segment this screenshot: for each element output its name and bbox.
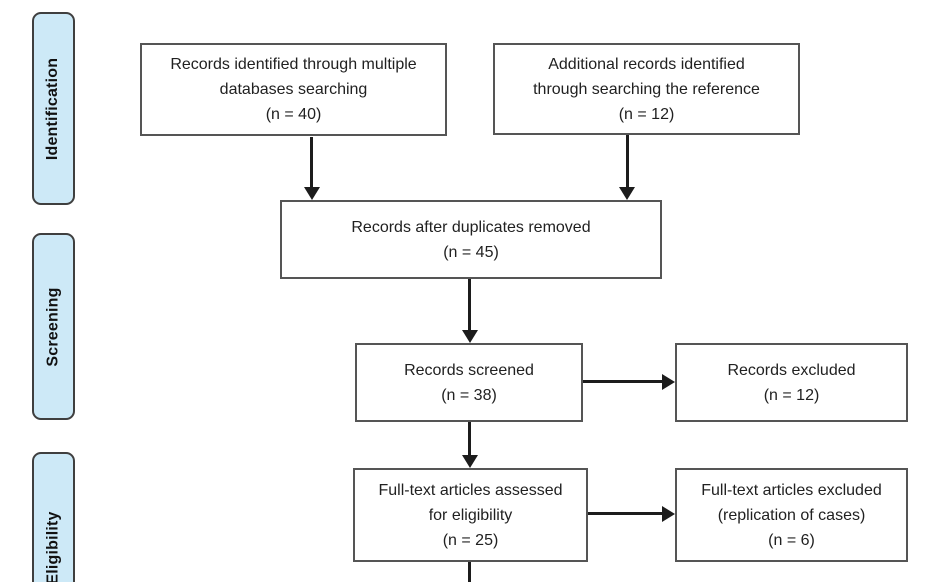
box-text-line: Full-text articles excluded bbox=[701, 481, 882, 499]
box-count-line: (n = 6) bbox=[768, 531, 815, 549]
arrow-line bbox=[583, 380, 663, 383]
box-text-line: Full-text articles assessed bbox=[378, 481, 563, 499]
arrow-line bbox=[626, 135, 629, 188]
stage-eligibility-label: Eligibility bbox=[44, 511, 62, 582]
box-duplicates-removed: Records after duplicates removed (n = 45… bbox=[280, 200, 662, 279]
arrowhead-right-icon bbox=[662, 374, 675, 390]
arrowhead-right-icon bbox=[662, 506, 675, 522]
stage-screening-label: Screening bbox=[44, 286, 62, 367]
box-text-line: (replication of cases) bbox=[717, 506, 866, 524]
arrowhead-down-icon bbox=[304, 187, 320, 200]
box-count-line: (n = 40) bbox=[265, 106, 322, 123]
stage-identification: Identification bbox=[32, 12, 75, 205]
box-records-screened: Records screened (n = 38) bbox=[355, 343, 583, 422]
box-text-line: databases searching bbox=[219, 81, 368, 98]
box-fulltext-assessed: Full-text articles assessed for eligibil… bbox=[353, 468, 588, 562]
box-text-line: Records after duplicates removed bbox=[351, 218, 591, 236]
box-count-line: (n = 45) bbox=[443, 243, 499, 261]
arrowhead-down-icon bbox=[462, 330, 478, 343]
box-text-line: through searching the reference bbox=[533, 80, 760, 98]
box-fulltext-excluded: Full-text articles excluded (replication… bbox=[675, 468, 908, 562]
stage-identification-label: Identification bbox=[44, 57, 62, 160]
box-records-excluded: Records excluded (n = 12) bbox=[675, 343, 908, 422]
box-records-identified: Records identified through multiple data… bbox=[140, 43, 447, 136]
box-text-line: Records identified through multiple bbox=[170, 56, 417, 73]
box-text-line: Additional records identified bbox=[548, 55, 745, 73]
arrow-line bbox=[310, 137, 313, 188]
stage-eligibility: Eligibility bbox=[32, 452, 75, 582]
arrow-line bbox=[468, 279, 471, 331]
stage-screening: Screening bbox=[32, 233, 75, 420]
arrow-line bbox=[468, 562, 471, 582]
box-count-line: (n = 12) bbox=[618, 105, 675, 123]
box-additional-records: Additional records identified through se… bbox=[493, 43, 800, 135]
box-count-line: (n = 12) bbox=[763, 386, 820, 404]
box-count-line: (n = 25) bbox=[442, 531, 499, 549]
arrowhead-down-icon bbox=[462, 455, 478, 468]
arrow-line bbox=[468, 422, 471, 456]
box-text-line: Records screened bbox=[404, 361, 534, 379]
arrow-line bbox=[588, 512, 663, 515]
box-text-line: Records excluded bbox=[727, 361, 856, 379]
arrowhead-down-icon bbox=[619, 187, 635, 200]
box-count-line: (n = 38) bbox=[441, 386, 497, 404]
box-text-line: for eligibility bbox=[428, 506, 513, 524]
